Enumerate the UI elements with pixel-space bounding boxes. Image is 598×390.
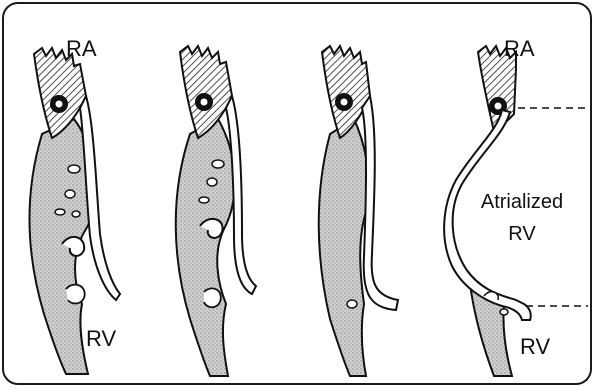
label-atrialized-line1: Atrialized: [481, 191, 563, 213]
panel-2: [176, 46, 256, 376]
label-ra-right: RA: [504, 36, 535, 61]
ebstein-diagram: RA RV RA Atrialize: [4, 4, 592, 385]
panel-2-atrium: [180, 46, 232, 138]
label-rv-left: RV: [86, 326, 116, 351]
panel-4-atrialized-wall: [444, 110, 531, 320]
panel-1: RA RV: [29, 36, 120, 374]
panel-2-wall: [176, 119, 235, 376]
panel-3: [319, 46, 398, 376]
figure-frame: RA RV RA Atrialize: [2, 2, 592, 385]
label-rv-right: RV: [520, 334, 550, 359]
label-ra-left: RA: [66, 36, 97, 61]
panel-4: RA Atrialized RV RV: [444, 36, 588, 376]
panel-3-atrium: [322, 46, 370, 138]
panel-3-wall: [319, 119, 369, 376]
panel-3-leaflet: [362, 96, 398, 310]
label-atrialized-line2: RV: [508, 223, 536, 245]
